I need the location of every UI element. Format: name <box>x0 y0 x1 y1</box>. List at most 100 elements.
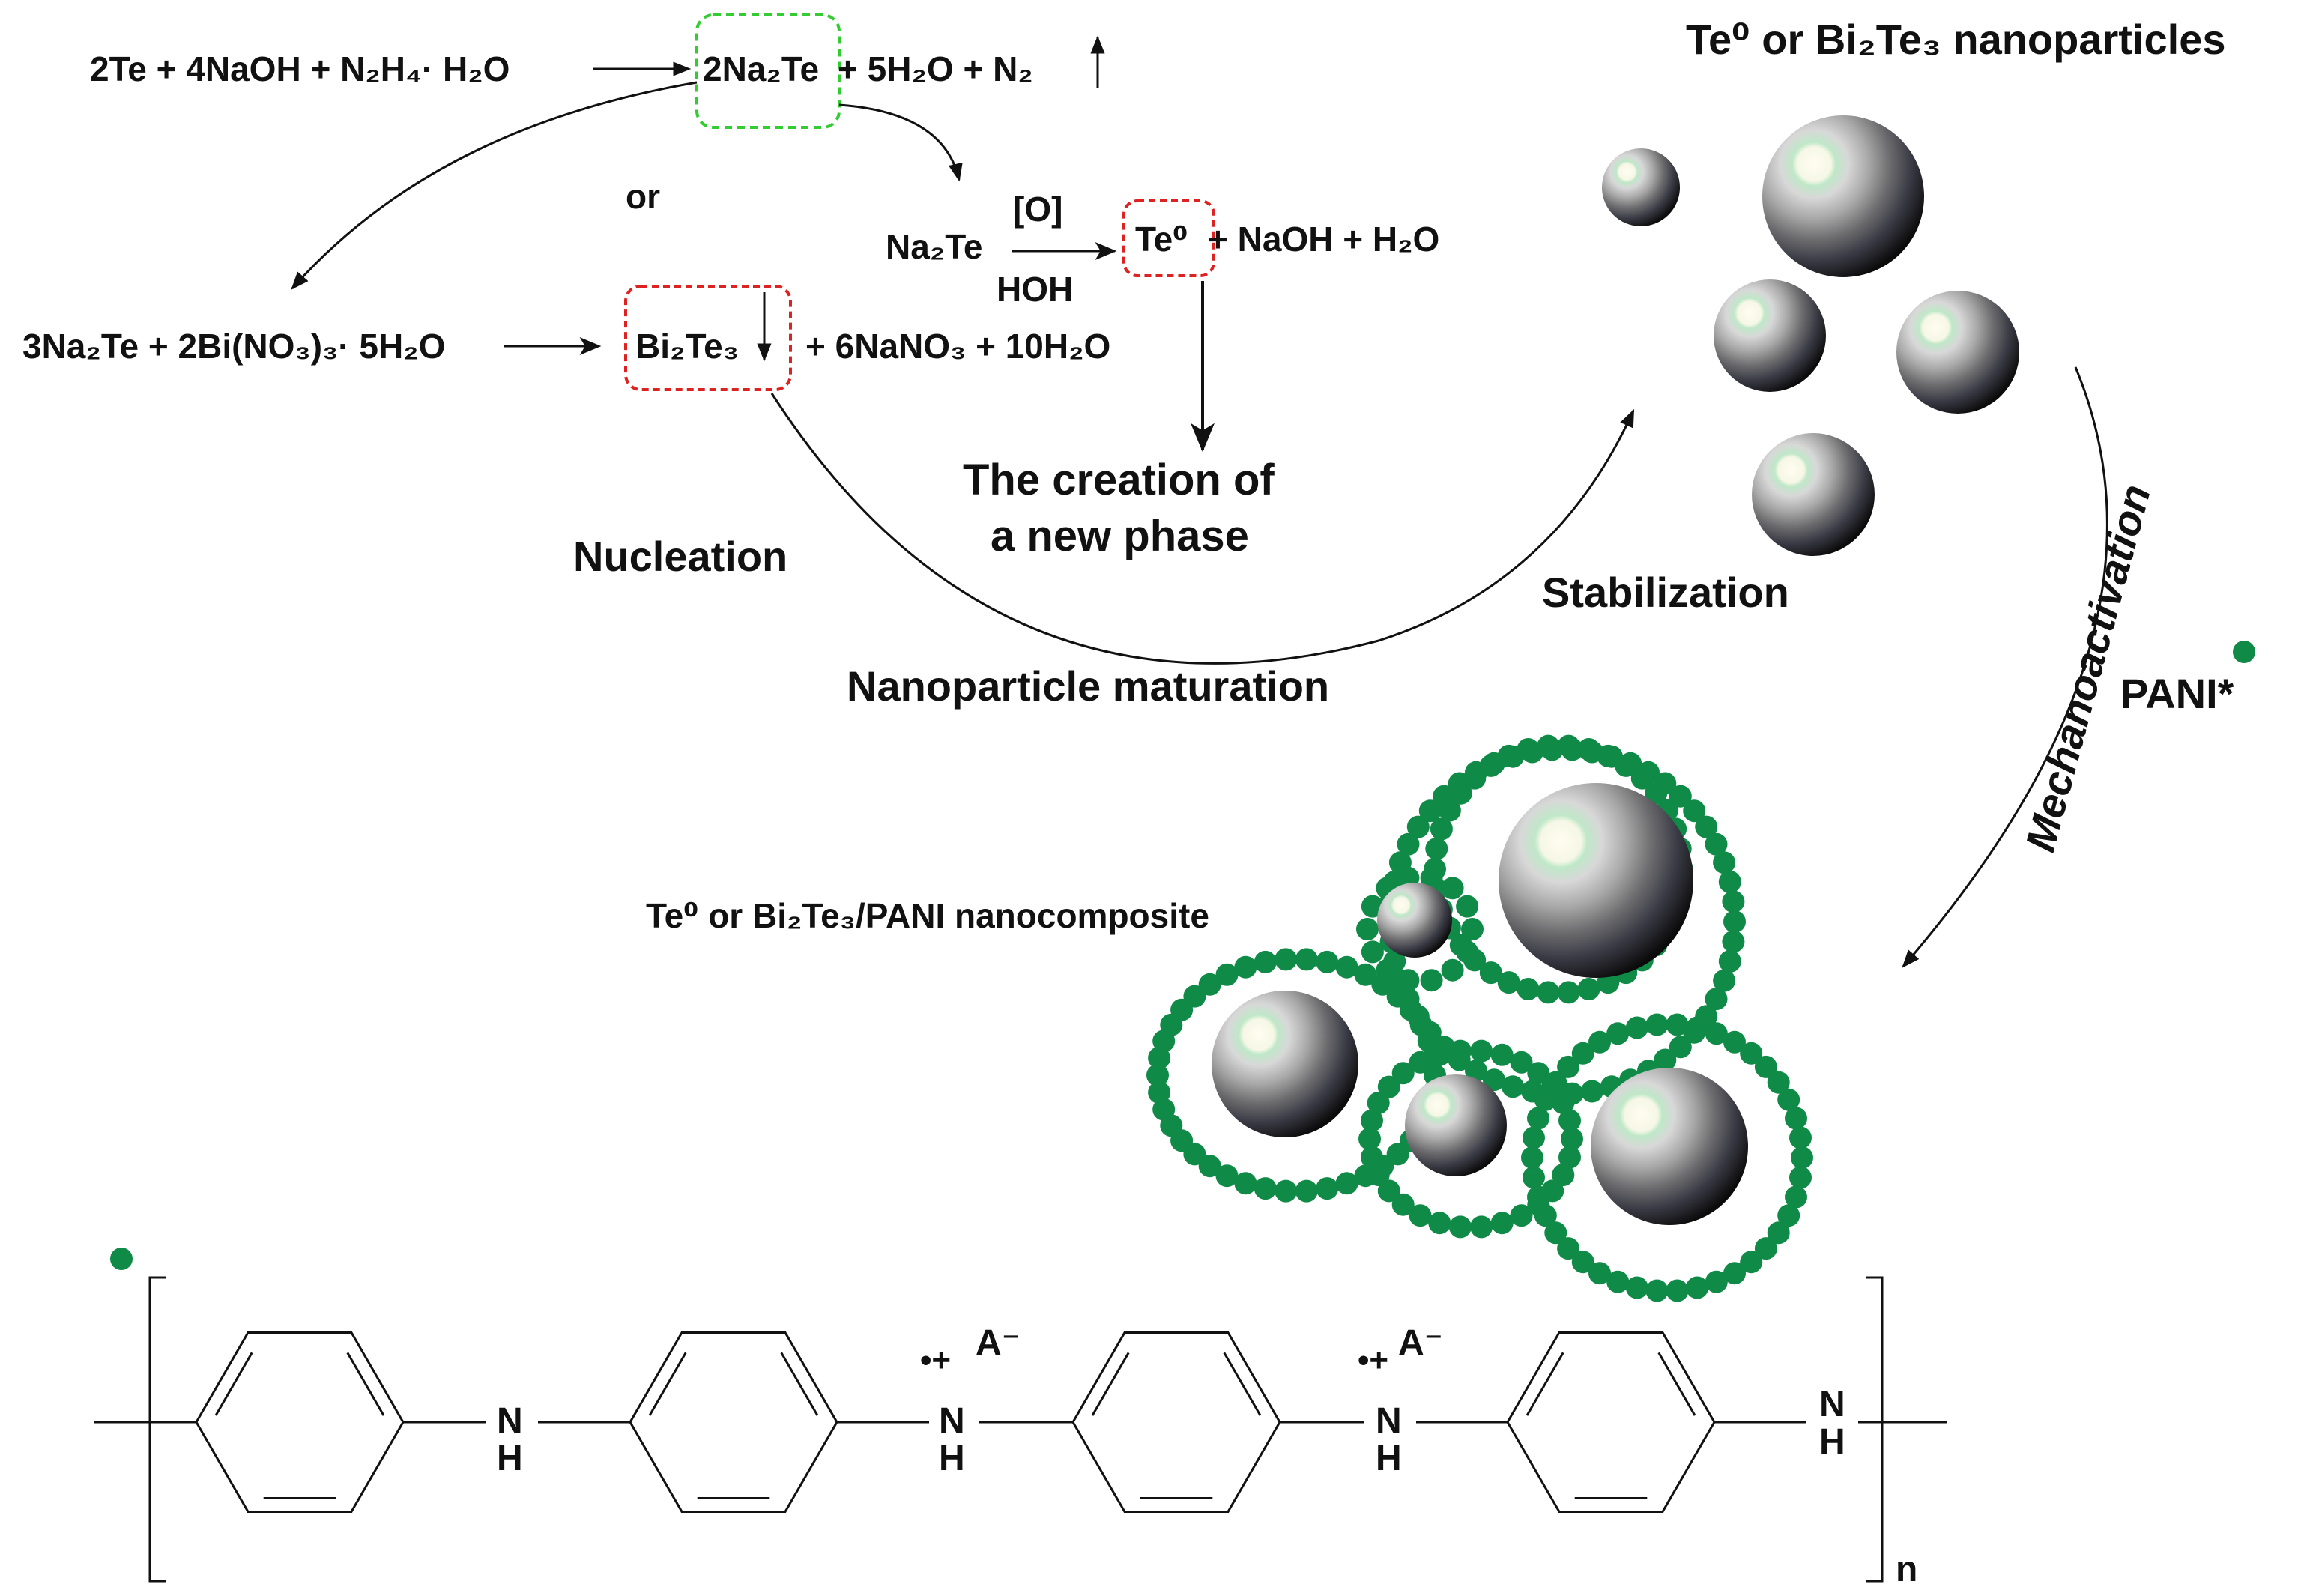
nh-3-h: H <box>1376 1439 1402 1478</box>
pani-bead <box>1441 877 1464 900</box>
pani-bead <box>1356 918 1379 940</box>
pani-bead <box>1523 1166 1545 1189</box>
pani-bead <box>1517 978 1540 1000</box>
composite-particle-left <box>1212 991 1358 1137</box>
reaction-3-product-box: Bi₂Te₃ <box>635 327 739 366</box>
left-bracket <box>148 1276 166 1583</box>
pani-bead <box>1295 1179 1318 1203</box>
nh-2-n: N <box>939 1401 965 1441</box>
reaction-1: 2Te + 4NaOH + N₂H₄· H₂O 2Na₂Te + 5H₂O + … <box>90 13 1105 129</box>
pani-bead <box>1695 815 1718 838</box>
pani-bead <box>1510 1204 1533 1227</box>
pani-bead <box>1148 1046 1171 1069</box>
pani-bead <box>1335 1172 1358 1195</box>
pani-bead <box>1152 1098 1176 1121</box>
pani-bead <box>1517 738 1540 761</box>
nanocomposite-cluster <box>1146 734 1813 1302</box>
pani-bead <box>1580 1080 1603 1103</box>
or-label: or <box>626 177 660 216</box>
double-bond-ring-4-2 <box>1526 1352 1564 1416</box>
pani-bead <box>1448 1039 1472 1063</box>
anion-2: A⁻ <box>1398 1323 1443 1363</box>
reaction-2-oxidant: [O] <box>1013 190 1062 229</box>
nanoparticle-medium-left <box>1714 279 1826 392</box>
pani-bead <box>1377 1075 1400 1098</box>
pani-bead <box>1215 963 1239 986</box>
pani-bead <box>1791 1146 1813 1169</box>
free-nanoparticles <box>1602 115 2019 556</box>
pani-bead <box>1544 1071 1567 1094</box>
pani-bead <box>1577 738 1600 761</box>
reaction-2-products: + NaOH + H₂O <box>1208 220 1439 259</box>
nanoparticle-medium-right <box>1896 291 2019 414</box>
pani-bead <box>1713 969 1736 992</box>
pani-bead <box>1625 1016 1648 1039</box>
reaction-2-reactant: Na₂Te <box>886 227 983 266</box>
pani-bead <box>1615 754 1638 777</box>
pani-bead <box>1428 1212 1451 1235</box>
pani-bead <box>1254 1177 1277 1200</box>
pani-bead <box>1544 1221 1567 1245</box>
pani-bead <box>1557 981 1580 1004</box>
pani-bead <box>1456 895 1479 918</box>
new-phase-label-line-1: The creation of <box>963 456 1275 504</box>
pani-bead <box>1409 1204 1432 1227</box>
reaction-1-products: + 5H₂O + N₂ <box>838 49 1033 88</box>
pani-bead <box>1557 734 1580 758</box>
reaction-3-reactants: 3Na₂Te + 2Bi(NO₃)₃· 5H₂O <box>22 327 445 366</box>
curved-arrow-to-oxidation <box>838 103 963 182</box>
nanoparticle-large <box>1762 115 1924 277</box>
double-bond-ring-1-2 <box>214 1352 253 1416</box>
pani-bead <box>1723 1262 1746 1285</box>
pani-bead <box>1669 785 1692 808</box>
double-bond-ring-3-3 <box>1223 1352 1262 1416</box>
pani-bead <box>1534 1088 1557 1111</box>
pani-bead <box>1234 1172 1257 1195</box>
double-bond-ring-1-3 <box>346 1352 385 1416</box>
pani-bead <box>1606 1270 1630 1293</box>
reaction-3: 3Na₂Te + 2Bi(NO₃)₃· 5H₂O Bi₂Te₃ + 6NaNO₃… <box>22 285 1110 391</box>
reaction-2-product-box: Te⁰ <box>1135 220 1188 259</box>
double-bond-ring-4-3 <box>1657 1352 1696 1416</box>
pani-bead <box>1497 744 1520 767</box>
pani-bead <box>1430 817 1453 841</box>
mechanoactivation-arrow <box>1902 366 2108 968</box>
composite-particle-center <box>1405 1074 1507 1176</box>
pani-bead <box>1358 1128 1381 1150</box>
reaction-2: Na₂Te [O] HOH Te⁰ + NaOH + H₂O <box>886 190 1439 309</box>
pani-bead <box>1295 948 1318 971</box>
pani-bead <box>1490 1043 1514 1066</box>
pani-bead <box>1686 1016 1709 1039</box>
repeat-n: n <box>1896 1550 1917 1589</box>
nh-4-n: N <box>1819 1385 1845 1424</box>
pani-bead <box>1789 1166 1812 1189</box>
pani-bead <box>1275 1179 1298 1203</box>
pani-bead <box>1561 1128 1583 1150</box>
pani-bead <box>1767 1071 1790 1094</box>
pani-bead <box>1537 734 1560 758</box>
pani-bead <box>1723 910 1746 933</box>
pani-bead <box>1705 988 1728 1011</box>
pani-bead <box>1438 799 1461 822</box>
pani-bead <box>1316 1177 1339 1200</box>
pani-bead <box>1335 955 1358 979</box>
pani-bead <box>1571 1251 1594 1274</box>
pani-dot-icon <box>2233 641 2255 663</box>
nucleation-label: Nucleation <box>573 533 787 580</box>
pani-label: PANI* <box>2120 670 2234 717</box>
pani-bead <box>1705 1022 1728 1045</box>
pani-bead <box>1275 948 1298 971</box>
pani-bead <box>1723 1030 1746 1054</box>
pani-bead <box>1789 1126 1812 1149</box>
pani-bead <box>1146 1064 1169 1086</box>
right-bracket <box>1866 1276 1884 1583</box>
pani-chain-beads <box>1146 734 1813 1302</box>
nh-1-n: N <box>497 1401 523 1441</box>
pani-bead <box>1502 1075 1524 1098</box>
pani-bead <box>1740 1042 1763 1065</box>
pani-bead <box>1198 1155 1221 1178</box>
pani-bead <box>1425 837 1448 860</box>
mechanoactivation-label: Mechanoactivation <box>2016 480 2159 856</box>
pani-bead <box>1552 1092 1575 1114</box>
reaction-1-product-box: 2Na₂Te <box>703 49 819 88</box>
